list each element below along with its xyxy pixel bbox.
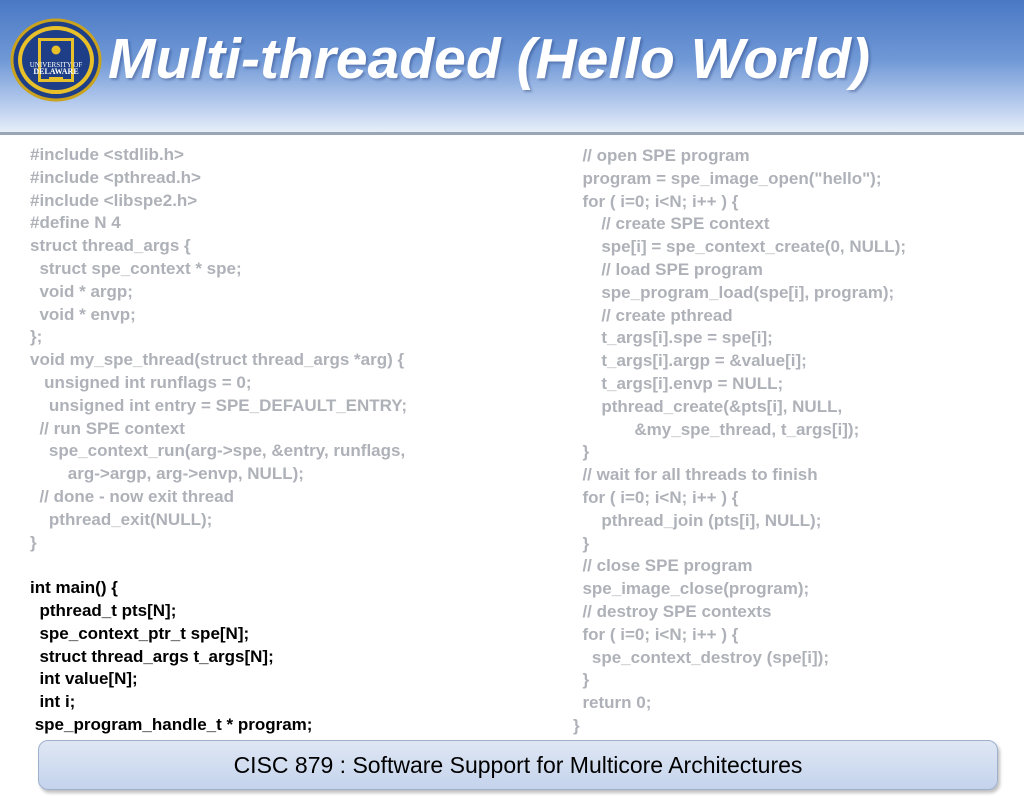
code-line: } (573, 715, 580, 735)
university-logo: UNIVERSITY OF DELAWARE 1743 (10, 18, 102, 102)
code-line: arg->argp, arg->envp, NULL); (30, 464, 304, 484)
slide-title: Multi-threaded (Hello World) (108, 27, 871, 91)
code-line: void * argp; (30, 281, 133, 301)
code-line: // create pthread (573, 305, 733, 325)
code-line: for ( i=0; i<N; i++ ) { (573, 624, 739, 644)
code-line: struct thread_args t_args[N]; (30, 646, 274, 666)
code-line: #define N 4 (30, 213, 121, 233)
code-line: spe_context_ptr_t spe[N]; (30, 623, 250, 643)
code-line: spe_program_handle_t * program; (30, 714, 313, 734)
code-line: // load SPE program (573, 259, 763, 279)
code-line: int i; (30, 692, 76, 712)
code-line: t_args[i].spe = spe[i]; (573, 328, 773, 348)
code-line: unsigned int entry = SPE_DEFAULT_ENTRY; (30, 395, 408, 415)
code-line: int value[N]; (30, 669, 138, 689)
header-divider (0, 132, 1024, 135)
code-line: #include <libspe2.h> (30, 190, 198, 210)
code-line: struct thread_args { (30, 236, 191, 256)
code-line: return 0; (573, 693, 652, 713)
footer-text: CISC 879 : Software Support for Multicor… (233, 751, 803, 778)
code-line: #include <stdlib.h> (30, 145, 184, 164)
code-line: spe_context_destroy (spe[i]); (573, 647, 830, 667)
code-line: // close SPE program (573, 556, 753, 576)
slide-header (0, 0, 1024, 132)
code-line: &my_spe_thread, t_args[i]); (573, 419, 860, 439)
code-line: pthread_exit(NULL); (30, 509, 213, 529)
code-block-left: #include <stdlib.h> #include <pthread.h> #… (30, 144, 407, 737)
code-line: // create SPE context (573, 214, 770, 234)
code-line: } (573, 533, 590, 553)
logo-top-text: UNIVERSITY OF (30, 61, 83, 69)
code-line (30, 554, 407, 577)
code-line: // open SPE program (573, 146, 750, 165)
code-line: t_args[i].argp = &value[i]; (573, 351, 807, 371)
code-line: for ( i=0; i<N; i++ ) { (573, 487, 739, 507)
logo-year: 1743 (50, 90, 61, 96)
code-line: spe_context_run(arg->spe, &entry, runfla… (30, 441, 406, 461)
code-line: for ( i=0; i<N; i++ ) { (573, 191, 739, 211)
footer-bar: CISC 879 : Software Support for Multicor… (38, 740, 998, 790)
code-line: struct spe_context * spe; (30, 258, 242, 278)
code-line: spe_program_load(spe[i], program); (573, 282, 895, 302)
code-line: // destroy SPE contexts (573, 601, 772, 621)
code-line: pthread_create(&pts[i], NULL, (573, 396, 843, 416)
code-line: // run SPE context (30, 418, 185, 438)
code-line: unsigned int runflags = 0; (30, 372, 252, 392)
code-line: void * envp; (30, 304, 136, 324)
code-line: program = spe_image_open("hello"); (573, 168, 882, 188)
code-line: spe_image_close(program); (573, 579, 810, 599)
code-line: }; (30, 327, 43, 347)
code-line: int main() { (30, 578, 118, 598)
code-line: void my_spe_thread(struct thread_args *a… (30, 350, 405, 370)
code-line: pthread_t pts[N]; (30, 600, 177, 620)
code-block-right: // open SPE program program = spe_image_… (573, 145, 906, 738)
code-line: pthread_join (pts[i], NULL); (573, 510, 822, 530)
logo-main-text: DELAWARE (33, 67, 78, 76)
code-line: } (573, 670, 590, 690)
code-line: // wait for all threads to finish (573, 465, 818, 485)
code-line: t_args[i].envp = NULL; (573, 373, 784, 393)
code-line: } (573, 442, 590, 462)
code-line: } (30, 532, 37, 552)
code-line: spe[i] = spe_context_create(0, NULL); (573, 237, 907, 257)
code-line: #include <pthread.h> (30, 167, 201, 187)
code-line: // done - now exit thread (30, 486, 235, 506)
